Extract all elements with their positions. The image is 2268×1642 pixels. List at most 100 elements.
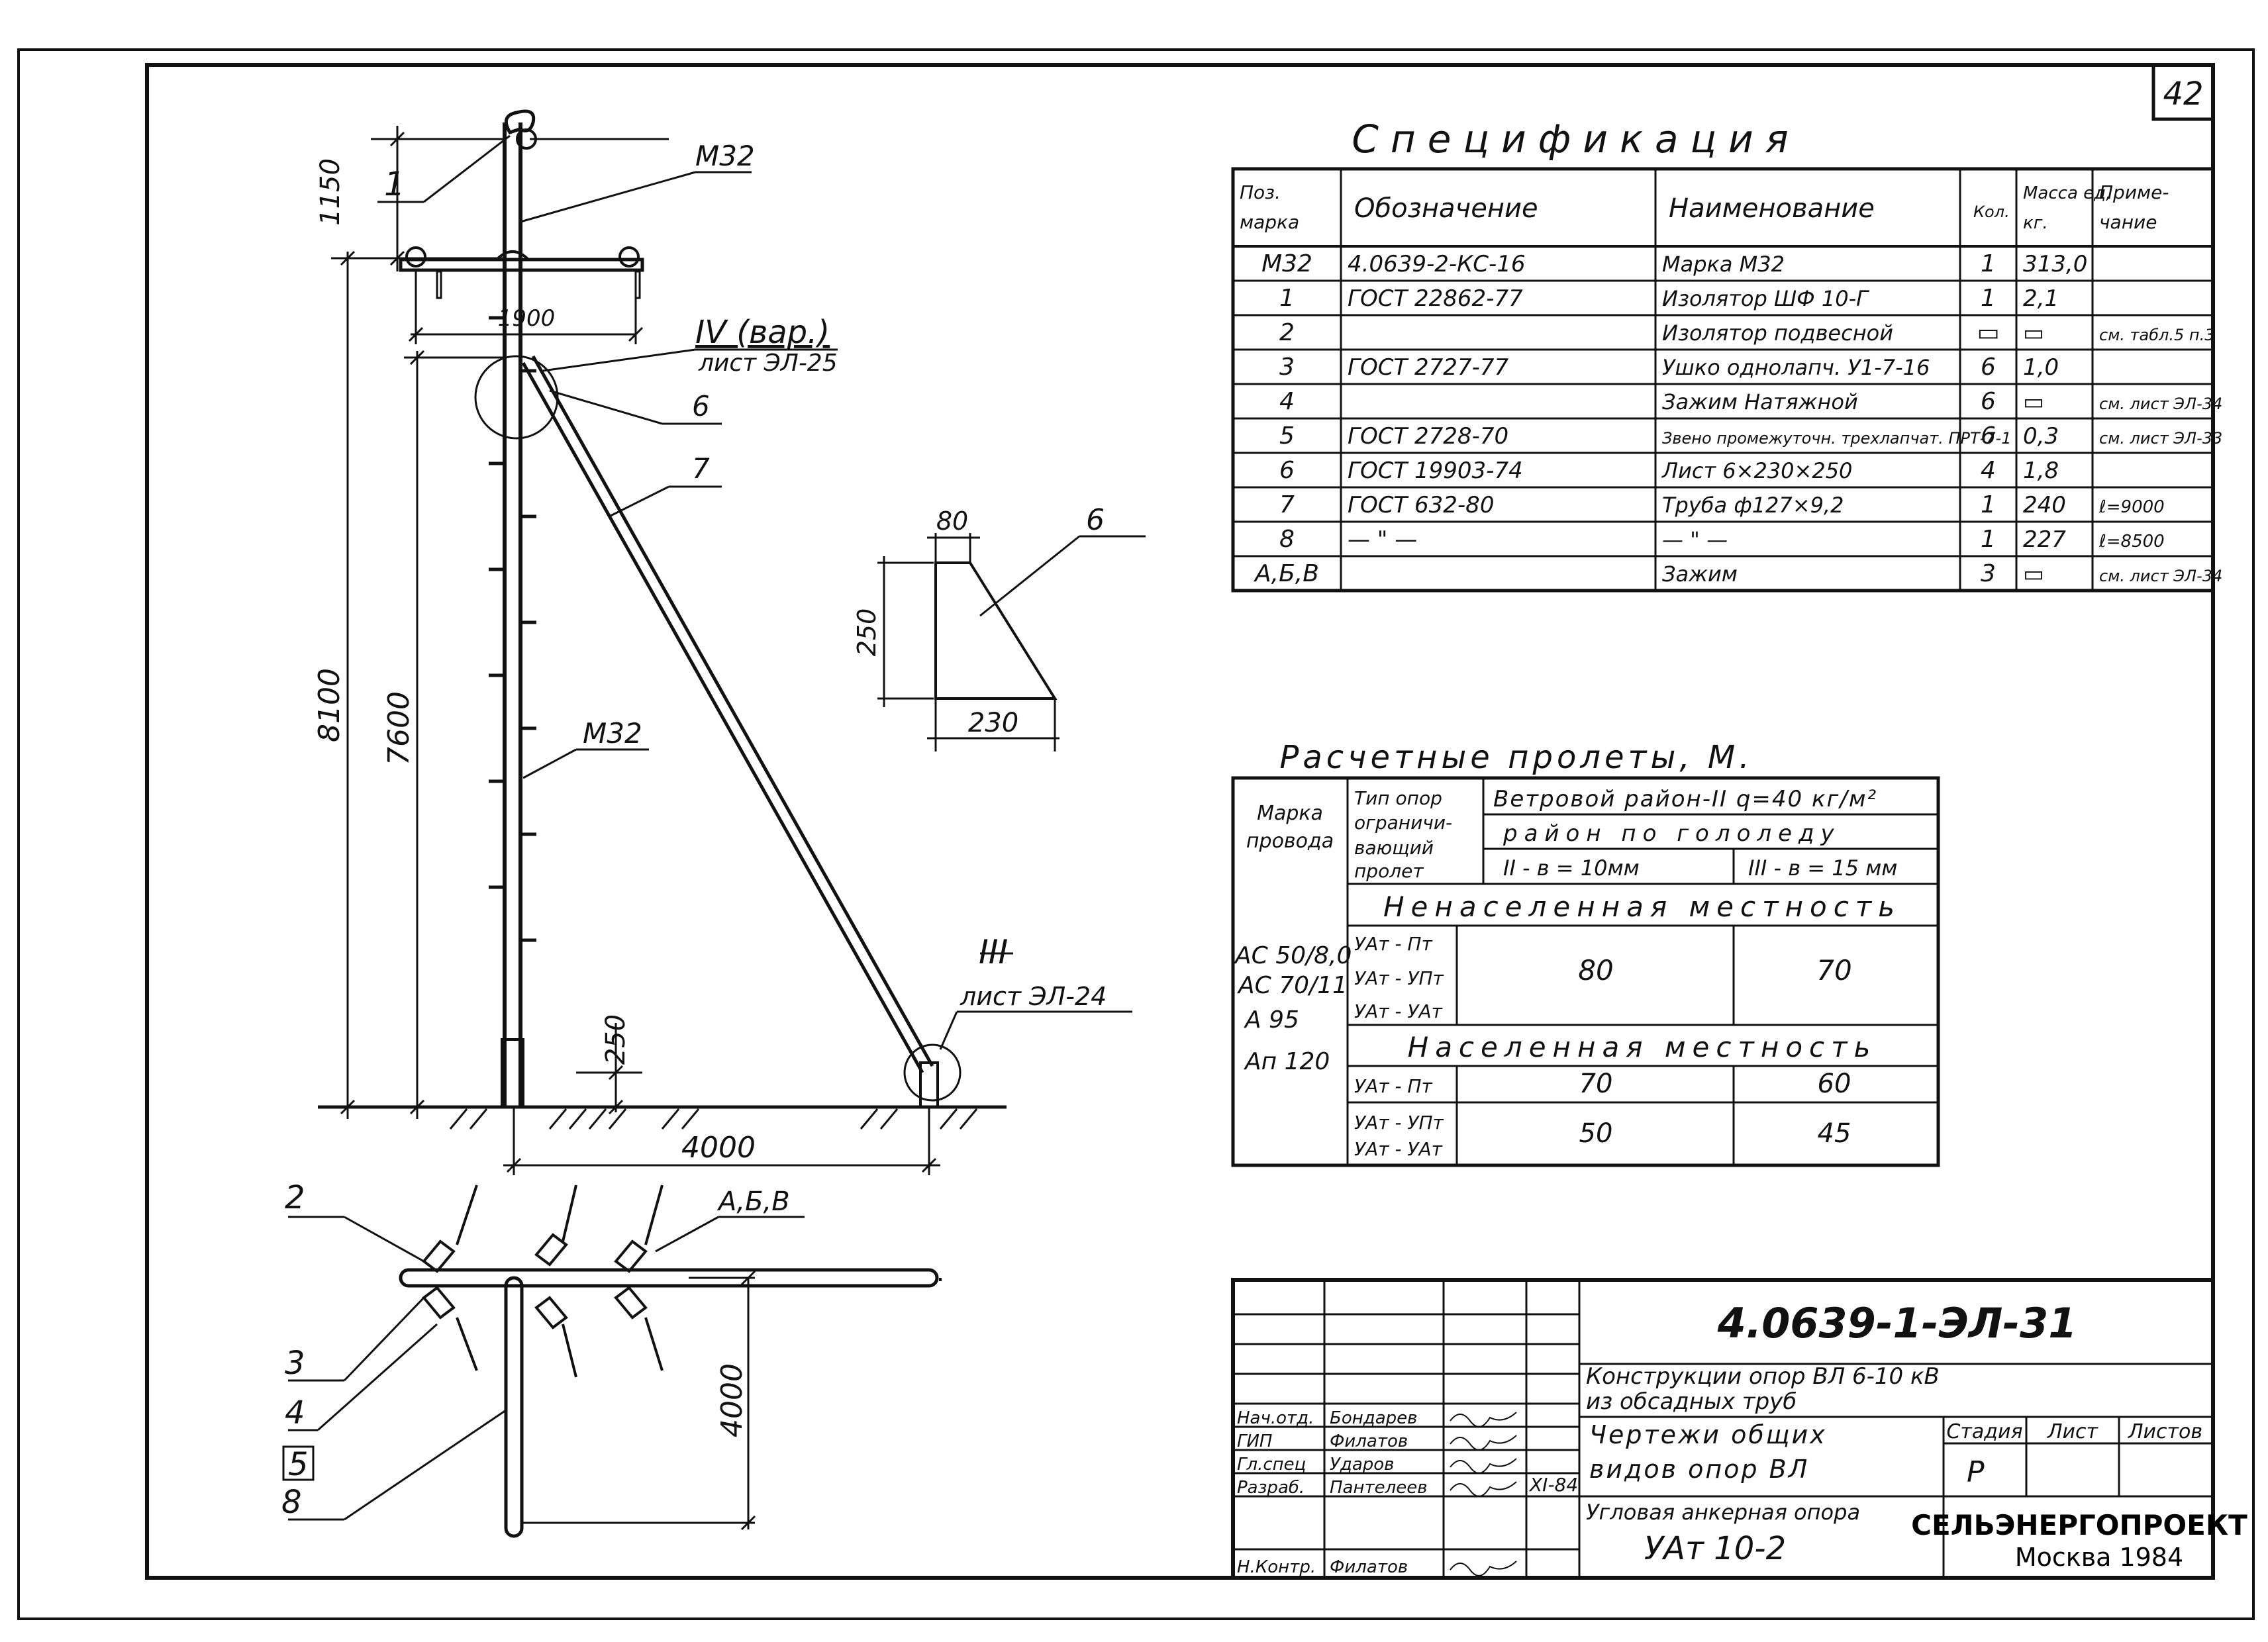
spec-cell-r0-c1: 4.0639-2-КС-16: [1348, 251, 1526, 277]
plan-crossarm: [399, 1268, 939, 1288]
s1-type-2: УАт - УПт: [1354, 967, 1444, 989]
spec-cell-r8-c5: ℓ=8500: [2098, 532, 2165, 552]
wire-1: АС 50/8,0: [1234, 942, 1352, 969]
spans-h-type-2: ограничи-: [1354, 812, 1452, 834]
mark-6: 6: [692, 390, 710, 422]
spec-cell-r8-c4: 227: [2023, 526, 2066, 553]
wire-3: А 95: [1244, 1006, 1299, 1034]
spec-cell-r4-c5: см. лист ЭЛ-34: [2099, 395, 2222, 413]
plan-mark-abv: А,Б,В: [716, 1186, 790, 1217]
tb-sheet-name-2: видов опор ВЛ: [1589, 1455, 1809, 1484]
spec-cell-r1-c4: 2,1: [2023, 285, 2059, 312]
spec-cell-r6-c1: ГОСТ 19903-74: [1348, 458, 1523, 484]
s2-row1-val-1: 70: [1579, 1069, 1613, 1099]
spec-cell-r8-c0: 8: [1279, 526, 1295, 553]
spans-h-type-4: пролет: [1354, 860, 1424, 882]
spec-cell-r3-c0: 3: [1279, 354, 1295, 381]
spec-title: Спецификация: [1352, 117, 1800, 162]
staff-name-1: Филатов: [1330, 1431, 1408, 1451]
spans-h-ice-2: II - в = 10мм: [1503, 855, 1640, 881]
dim-7600: 7600: [382, 691, 416, 765]
dim-8100: 8100: [313, 668, 346, 742]
plan-strut: [504, 1276, 524, 1538]
signature-4: [1450, 1561, 1517, 1576]
strut-upper-edge: [521, 362, 924, 1074]
signature-2: [1450, 1458, 1517, 1474]
inner-frame: [145, 63, 2215, 1580]
plan-mark-3: 3: [285, 1345, 305, 1382]
plate-outline: [934, 561, 1058, 700]
tb-city: Москва 1984: [2015, 1543, 2183, 1572]
node-iii-ref: лист ЭЛ-24: [960, 982, 1107, 1011]
spans-table: Расчетные пролеты, М. Марка провода Тип …: [1231, 739, 1940, 1167]
staff-role-2: Гл.спец: [1237, 1455, 1306, 1474]
wire-4: Ап 120: [1244, 1048, 1330, 1075]
spec-cell-r3-c2: Ушко однолапч. У1-7-16: [1662, 355, 1930, 380]
dimension-lines: [331, 126, 940, 1175]
staff-role-3: Разраб.: [1237, 1478, 1305, 1498]
s2-row1-val-2: 60: [1818, 1069, 1851, 1099]
s1-val-1: 80: [1578, 954, 1613, 987]
spec-cell-r4-c3: 6: [1981, 388, 1996, 415]
spec-cell-r1-c1: ГОСТ 22862-77: [1348, 285, 1523, 312]
spec-cell-r8-c1: — " —: [1348, 526, 1417, 553]
spec-cell-r2-c5: см. табл.5 п.3: [2099, 326, 2215, 344]
tb-sheets-header: Листов: [2128, 1420, 2202, 1443]
spec-cell-r0-c4: 313,0: [2023, 251, 2087, 277]
plan-mark-4: 4: [285, 1394, 305, 1431]
spec-cell-r5-c5: см. лист ЭЛ-33: [2099, 429, 2222, 448]
spec-cell-r8-c3: 1: [1981, 526, 1996, 553]
spec-header-4: Масса ед,кг.: [2023, 183, 2111, 233]
spec-cell-r4-c0: 4: [1279, 388, 1295, 415]
spec-header-1: Обозначение: [1354, 193, 1538, 224]
spec-cell-r5-c0: 5: [1279, 422, 1295, 450]
spec-cell-r1-c2: Изолятор ШФ 10-Г: [1662, 286, 1869, 311]
staff-name-2: Ударов: [1330, 1455, 1395, 1474]
node-iv-label: IV (вар.): [695, 314, 830, 351]
spec-cell-r7-c0: 7: [1279, 491, 1295, 518]
plate-dim-230: 230: [968, 708, 1018, 738]
spec-cell-r2-c0: 2: [1279, 319, 1295, 346]
spec-cell-r9-c4: ▭: [2023, 561, 2044, 587]
staff-name-4: Филатов: [1330, 1557, 1408, 1577]
wire-2: АС 70/11: [1237, 972, 1348, 999]
spans-h-ice: район по гололеду: [1503, 820, 1841, 847]
spec-cell-r6-c3: 4: [1981, 457, 1996, 484]
tb-project-2: из обсадных труб: [1586, 1388, 1797, 1415]
spans-h-mark-1: Марка: [1257, 802, 1323, 825]
spec-cell-r3-c3: 6: [1981, 354, 1996, 381]
tb-sheet-header: Лист: [2047, 1420, 2099, 1443]
tb-support: Угловая анкерная опора: [1586, 1500, 1860, 1525]
s2-row2-type-1: УАт - УПт: [1354, 1112, 1444, 1134]
plan-mark-8: 8: [281, 1484, 302, 1521]
spec-cell-r7-c3: 1: [1981, 491, 1996, 518]
spec-cell-r1-c0: 1: [1279, 285, 1295, 312]
plan-mark-5: 5: [288, 1446, 309, 1483]
tb-code: 4.0639-1-ЭЛ-31: [1717, 1299, 2077, 1347]
tb-stage-header: Стадия: [1946, 1420, 2022, 1443]
outer-frame: [17, 48, 2255, 1620]
s1-val-2: 70: [1816, 954, 1851, 987]
tb-date: XI-84: [1528, 1474, 1578, 1496]
spec-cell-r5-c1: ГОСТ 2728-70: [1348, 423, 1508, 450]
spec-cell-r2-c3: ▭: [1977, 319, 1999, 346]
dim-4000-vertical: 4000: [715, 1363, 749, 1437]
dim-4000-horizontal: 4000: [681, 1131, 756, 1165]
staff-name-0: Бондарев: [1330, 1408, 1417, 1428]
signature-0: [1450, 1412, 1517, 1427]
signature-3: [1450, 1481, 1517, 1497]
signature-1: [1450, 1435, 1517, 1451]
spec-cell-r7-c4: 240: [2023, 492, 2066, 518]
spec-cell-r9-c3: 3: [1981, 560, 1996, 587]
spec-cell-r8-c2: — " —: [1662, 527, 1728, 552]
spec-cell-r1-c3: 1: [1981, 285, 1996, 312]
sheet-number-box: [2151, 63, 2215, 121]
support-plan: 4000 2 3 4 5 8 А,Б,В: [281, 1179, 942, 1538]
node-iii-circle: [903, 1043, 961, 1102]
spec-cell-r4-c4: ▭: [2023, 389, 2044, 415]
support-elevation: 1150 1900 8100 7600 250 4000 1 М32 М32 6…: [313, 109, 1132, 1175]
mark-7: 7: [692, 452, 710, 485]
